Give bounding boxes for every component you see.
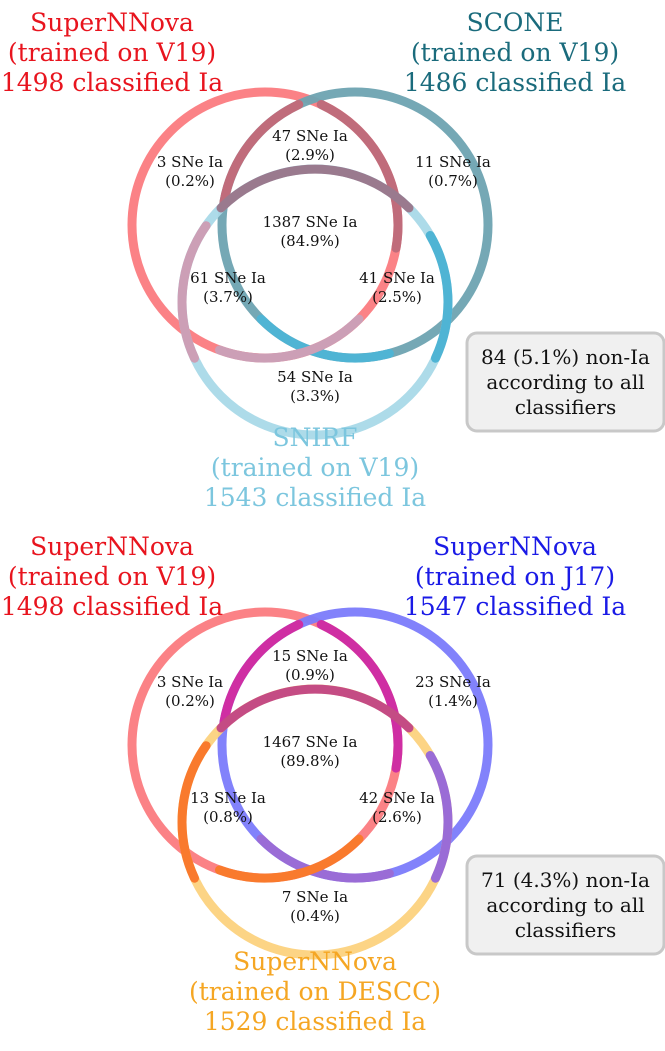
venn-overlap-arc-5 bbox=[177, 741, 211, 883]
set-title-c-line-2: (trained on DESCC) bbox=[189, 977, 441, 1006]
venn-overlap-arc-3 bbox=[425, 751, 453, 883]
region-label-abc-line-1: 1387 SNe Ia bbox=[263, 213, 358, 231]
region-label-abc-line-2: (84.9%) bbox=[280, 232, 339, 250]
region-label-ac-line-2: (3.7%) bbox=[203, 288, 253, 306]
region-label-bc-line-1: 41 SNe Ia bbox=[359, 269, 435, 287]
region-label-b-only-line-1: 11 SNe Ia bbox=[415, 153, 491, 171]
region-label-c-only-line-2: (3.3%) bbox=[290, 387, 340, 405]
set-title-c-line-2: (trained on V19) bbox=[211, 453, 419, 482]
region-label-ac-line-1: 61 SNe Ia bbox=[190, 269, 266, 287]
region-label-bc-line-1: 42 SNe Ia bbox=[359, 789, 435, 807]
region-label-ac-line-1: 13 SNe Ia bbox=[190, 789, 266, 807]
venn-overlap-arc-3 bbox=[425, 231, 453, 363]
region-label-a-only-line-1: 3 SNe Ia bbox=[157, 153, 223, 171]
set-title-c-line-1: SNIRF bbox=[272, 423, 357, 452]
venn-overlap-arc-2 bbox=[219, 620, 304, 727]
set-title-a-line-2: (trained on V19) bbox=[8, 38, 216, 67]
set-title-b-line-1: SuperNNova bbox=[433, 532, 597, 561]
region-label-c-only-line-1: 54 SNe Ia bbox=[277, 368, 353, 386]
set-title-b-line-3: 1486 classified Ia bbox=[404, 68, 626, 97]
summary-line-2: according to all bbox=[486, 370, 644, 394]
set-title-b-line-1: SCONE bbox=[467, 8, 564, 37]
region-label-bc-line-2: (2.6%) bbox=[372, 808, 422, 826]
set-title-a-line-2: (trained on V19) bbox=[8, 562, 216, 591]
set-title-a-line-1: SuperNNova bbox=[30, 532, 194, 561]
region-label-a-only-line-1: 3 SNe Ia bbox=[157, 673, 223, 691]
set-title-c-line-3: 1529 classified Ia bbox=[204, 1007, 426, 1036]
region-label-bc-line-2: (2.5%) bbox=[372, 288, 422, 306]
summary-line-1: 84 (5.1%) non-Ia bbox=[481, 345, 650, 369]
region-label-ab-line-1: 15 SNe Ia bbox=[272, 647, 348, 665]
set-title-b-line-3: 1547 classified Ia bbox=[404, 592, 626, 621]
summary-box bbox=[465, 331, 665, 433]
region-label-b-only-line-2: (1.4%) bbox=[428, 692, 478, 710]
venn-overlap-arc-4 bbox=[256, 834, 394, 883]
venn-overlap-arc-6 bbox=[215, 314, 364, 363]
region-label-ab-line-2: (2.9%) bbox=[285, 146, 335, 164]
set-title-a-line-1: SuperNNova bbox=[30, 8, 194, 37]
venn-panel-2: SuperNNova(trained on V19)1498 classifie… bbox=[1, 532, 665, 1036]
region-label-b-only-line-2: (0.7%) bbox=[428, 172, 478, 190]
region-label-b-only-line-1: 23 SNe Ia bbox=[415, 673, 491, 691]
region-label-abc-line-2: (89.8%) bbox=[280, 752, 339, 770]
venn-overlap-arc-2 bbox=[219, 100, 304, 207]
venn-overlap-arc-1 bbox=[316, 620, 403, 773]
region-label-abc-line-1: 1467 SNe Ia bbox=[263, 733, 358, 751]
region-label-ac-line-2: (0.8%) bbox=[203, 808, 253, 826]
summary-line-3: classifiers bbox=[515, 918, 616, 942]
venn-overlap-arc-7 bbox=[216, 684, 414, 733]
set-title-a-line-3: 1498 classified Ia bbox=[1, 68, 223, 97]
summary-line-3: classifiers bbox=[515, 395, 616, 419]
set-title-a-line-3: 1498 classified Ia bbox=[1, 592, 223, 621]
summary-line-2: according to all bbox=[486, 893, 644, 917]
region-label-c-only-line-1: 7 SNe Ia bbox=[282, 888, 348, 906]
venn-overlap-arc-5 bbox=[177, 221, 211, 363]
region-label-a-only-line-2: (0.2%) bbox=[165, 692, 215, 710]
region-label-c-only-line-2: (0.4%) bbox=[290, 907, 340, 925]
venn-overlap-arc-1 bbox=[316, 100, 403, 253]
venn-overlap-arc-4 bbox=[256, 314, 394, 363]
set-title-b-line-2: (trained on V19) bbox=[411, 38, 619, 67]
venn-panel-1: SuperNNova(trained on V19)1498 classifie… bbox=[1, 8, 665, 512]
set-title-c-line-1: SuperNNova bbox=[233, 947, 397, 976]
venn-overlap-arc-7 bbox=[216, 164, 414, 213]
region-label-ab-line-2: (0.9%) bbox=[285, 666, 335, 684]
summary-line-1: 71 (4.3%) non-Ia bbox=[481, 868, 650, 892]
region-label-ab-line-1: 47 SNe Ia bbox=[272, 127, 348, 145]
set-title-b-line-2: (trained on J17) bbox=[415, 562, 615, 591]
set-title-c-line-3: 1543 classified Ia bbox=[204, 483, 426, 512]
venn-overlap-arc-6 bbox=[215, 834, 364, 883]
region-label-a-only-line-2: (0.2%) bbox=[165, 172, 215, 190]
summary-box bbox=[465, 854, 665, 956]
